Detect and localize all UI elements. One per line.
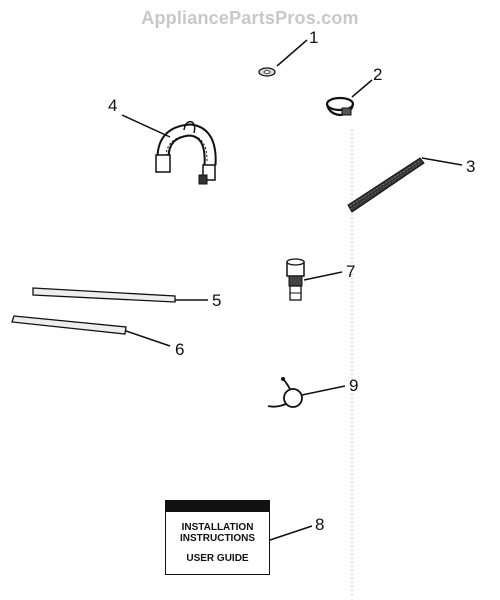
leader-1: [276, 39, 308, 67]
doc-line-user-guide: USER GUIDE: [186, 553, 249, 564]
leader-4: [121, 114, 171, 138]
callout-7: 7: [346, 262, 356, 281]
doc-header-band: [166, 501, 269, 512]
part-4-hose-bracket[interactable]: [155, 120, 217, 185]
callout-3: 3: [466, 157, 476, 176]
part-5-strip[interactable]: [32, 287, 176, 303]
callout-5: 5: [212, 291, 222, 310]
doc-line-installation: INSTALLATION: [181, 522, 254, 533]
leader-3: [421, 157, 463, 166]
watermark-logo: AppliancePartsPros.com: [141, 8, 359, 28]
callout-4: 4: [108, 96, 118, 115]
callout-8: 8: [315, 515, 325, 534]
part-6-strip[interactable]: [11, 315, 127, 335]
callout-2: 2: [373, 65, 383, 84]
part-8-installation-guide[interactable]: INSTALLATION INSTRUCTIONS USER GUIDE: [165, 500, 270, 575]
leader-8: [269, 525, 313, 541]
part-3-strip[interactable]: [347, 157, 425, 213]
part-1-washer[interactable]: [258, 67, 276, 77]
leader-2: [351, 79, 373, 98]
leader-6: [125, 330, 171, 347]
part-9-wire-tie[interactable]: [267, 377, 303, 408]
callout-1: 1: [309, 28, 319, 47]
part-2-clamp[interactable]: [325, 96, 355, 117]
callout-6: 6: [175, 340, 185, 359]
doc-line-instructions: INSTRUCTIONS: [180, 533, 255, 544]
leader-7: [303, 271, 343, 281]
callout-9: 9: [349, 376, 359, 395]
leader-9: [301, 385, 346, 396]
part-7-adapter[interactable]: [286, 258, 305, 301]
